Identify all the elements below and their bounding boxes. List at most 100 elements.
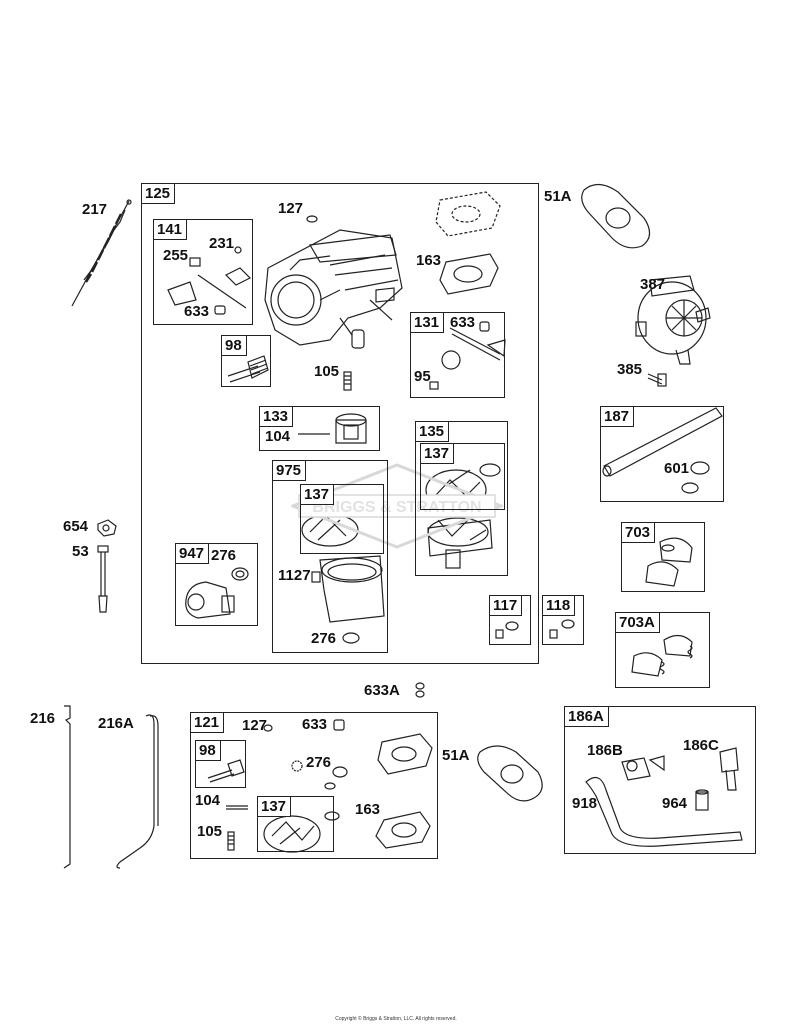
label-387[interactable]: 387 (640, 276, 666, 293)
label-105-top[interactable]: 105 (314, 363, 340, 380)
oring-127-icon (306, 215, 318, 223)
float-133-icon (298, 413, 367, 444)
group-186A-tag[interactable]: 186A (564, 706, 609, 727)
kit-121-parts-icon (207, 719, 433, 853)
gasket-51A-top-icon (581, 183, 651, 249)
group-947: 947 (175, 543, 258, 626)
label-216[interactable]: 216 (30, 710, 56, 727)
throttle-spring-217-icon (71, 199, 132, 307)
group-117-tag[interactable]: 117 (489, 595, 523, 616)
label-216A[interactable]: 216A (98, 715, 134, 732)
label-1127[interactable]: 1127 (278, 567, 311, 584)
group-133-tag[interactable]: 133 (259, 406, 294, 427)
label-276-947[interactable]: 276 (211, 547, 237, 564)
group-703: 703 (621, 522, 705, 592)
label-105-bottom[interactable]: 105 (197, 823, 223, 840)
label-633-131[interactable]: 633 (450, 314, 476, 331)
stud-53-icon (97, 545, 109, 613)
group-98-bottom-tag[interactable]: 98 (195, 740, 221, 761)
label-601[interactable]: 601 (664, 460, 690, 477)
bushing-633A-icon (415, 682, 425, 698)
label-276-121[interactable]: 276 (306, 754, 332, 771)
group-135: 135 (415, 421, 508, 576)
fuel-pump-387-icon (635, 275, 711, 365)
screw-105-icon (343, 371, 352, 391)
nut-654-icon (97, 519, 117, 537)
screw-117-icon (495, 621, 519, 639)
group-975-tag[interactable]: 975 (272, 460, 307, 481)
label-385[interactable]: 385 (617, 361, 643, 378)
group-118: 118 (542, 595, 584, 645)
copyright-text: Copyright © Briggs & Stratton, LLC. All … (335, 1016, 457, 1022)
group-131: 131 (410, 312, 505, 398)
label-53[interactable]: 53 (72, 543, 89, 560)
group-703A-tag[interactable]: 703A (615, 612, 660, 633)
group-187-tag[interactable]: 187 (600, 406, 635, 427)
label-95[interactable]: 95 (414, 368, 431, 385)
kit-186A-parts-icon (585, 747, 743, 847)
group-141: 141 (153, 219, 253, 325)
label-186C[interactable]: 186C (683, 737, 719, 754)
group-137-in-121-tag[interactable]: 137 (257, 796, 292, 817)
label-217[interactable]: 217 (82, 201, 108, 218)
group-137-in-135-tag[interactable]: 137 (420, 443, 455, 464)
gasket-51A-bottom-icon (477, 745, 543, 802)
label-633-141[interactable]: 633 (184, 303, 210, 320)
carburetor-body-icon (264, 229, 403, 349)
group-137-in-975-tag[interactable]: 137 (300, 484, 335, 505)
label-127-bottom[interactable]: 127 (242, 717, 268, 734)
label-633A[interactable]: 633A (364, 682, 400, 699)
label-186B[interactable]: 186B (587, 742, 623, 759)
label-918[interactable]: 918 (572, 795, 598, 812)
group-975: 975 (272, 460, 388, 653)
label-255[interactable]: 255 (163, 247, 189, 264)
group-135-tag[interactable]: 135 (415, 421, 450, 442)
label-163-top[interactable]: 163 (416, 252, 442, 269)
group-186A: 186A (564, 706, 756, 854)
group-137-in-975: 137 (300, 484, 384, 554)
label-127-top[interactable]: 127 (278, 200, 304, 217)
group-703-tag[interactable]: 703 (621, 522, 656, 543)
group-121-tag[interactable]: 121 (190, 712, 225, 733)
label-231[interactable]: 231 (209, 235, 235, 252)
group-947-tag[interactable]: 947 (175, 543, 210, 564)
gasket-163-top-icon (435, 191, 501, 295)
label-964[interactable]: 964 (662, 795, 688, 812)
fuel-hose-187-icon (602, 407, 723, 494)
group-141-tag[interactable]: 141 (153, 219, 188, 240)
label-104-bottom[interactable]: 104 (195, 792, 221, 809)
group-703A: 703A (615, 612, 710, 688)
label-163-bottom[interactable]: 163 (355, 801, 381, 818)
group-121: 121 (190, 712, 438, 859)
group-131-tag[interactable]: 131 (410, 312, 445, 333)
group-133: 133 (259, 406, 380, 451)
label-51A-top[interactable]: 51A (544, 188, 572, 205)
group-98-top: 98 (221, 335, 271, 387)
rod-216-icon (63, 705, 71, 869)
label-104-top[interactable]: 104 (265, 428, 291, 445)
group-118-tag[interactable]: 118 (542, 595, 576, 616)
label-51A-bottom[interactable]: 51A (442, 747, 470, 764)
clamp-703A-icon (631, 634, 693, 677)
group-137-in-135: 137 (420, 443, 505, 510)
group-125-tag[interactable]: 125 (141, 183, 176, 204)
rod-216A-icon (116, 714, 159, 869)
group-98-top-tag[interactable]: 98 (221, 335, 247, 356)
label-654[interactable]: 654 (63, 518, 89, 535)
brand-watermark-text: BRIGGS & STRATTON (312, 499, 481, 516)
choke-shaft-141-icon (167, 246, 252, 315)
group-98-bottom: 98 (195, 740, 246, 788)
group-187: 187 (600, 406, 724, 502)
label-276-975[interactable]: 276 (311, 630, 337, 647)
screw-385-icon (647, 373, 667, 387)
screw-118-icon (549, 619, 575, 639)
group-125: 125 (141, 183, 539, 664)
gasket-137-135-icon (425, 463, 501, 569)
clamp-703-icon (645, 537, 693, 587)
idle-screw-98-icon (227, 355, 269, 383)
group-117: 117 (489, 595, 531, 645)
label-633-121[interactable]: 633 (302, 716, 328, 733)
group-137-in-121: 137 (257, 796, 334, 852)
solenoid-947-icon (185, 567, 249, 619)
